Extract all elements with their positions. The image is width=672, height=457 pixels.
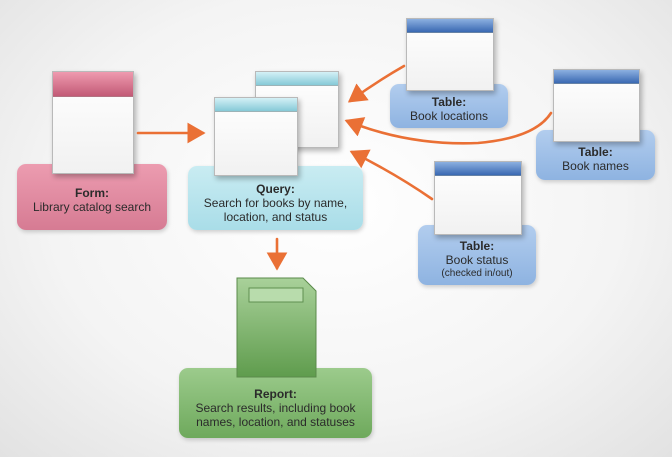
table-status-window-icon	[434, 161, 522, 235]
report-label: Report: Search results, including book n…	[179, 368, 372, 438]
query-label: Query: Search for books by name, locatio…	[188, 166, 363, 230]
table-locations-title: Table:	[431, 95, 467, 109]
report-description-line2: names, location, and statuses	[196, 415, 355, 429]
table-names-title: Table:	[578, 145, 613, 159]
form-window-icon	[52, 71, 134, 174]
form-label: Form: Library catalog search	[17, 164, 167, 230]
table-names-description: Book names	[562, 159, 629, 173]
query-description-line1: Search for books by name,	[203, 196, 348, 210]
report-title: Report:	[254, 387, 297, 401]
table-locations-window-icon	[406, 18, 494, 91]
report-description-line1: Search results, including book	[195, 401, 356, 415]
table-status-title: Table:	[459, 239, 495, 253]
query-description-line2: location, and status	[223, 210, 328, 224]
table-status-description: Book status	[445, 253, 509, 267]
report-document-icon	[236, 277, 317, 378]
table-locations-description: Book locations	[409, 109, 489, 123]
table-status-note: (checked in/out)	[441, 268, 513, 279]
table-status-label: Table: Book status (checked in/out)	[418, 225, 536, 285]
form-description: Library catalog search	[32, 200, 152, 214]
table-names-window-icon	[553, 69, 640, 142]
arrow-status-to-query	[349, 149, 434, 201]
query-title: Query:	[256, 182, 295, 196]
form-title: Form:	[75, 186, 109, 200]
query-window-icon	[214, 97, 298, 176]
